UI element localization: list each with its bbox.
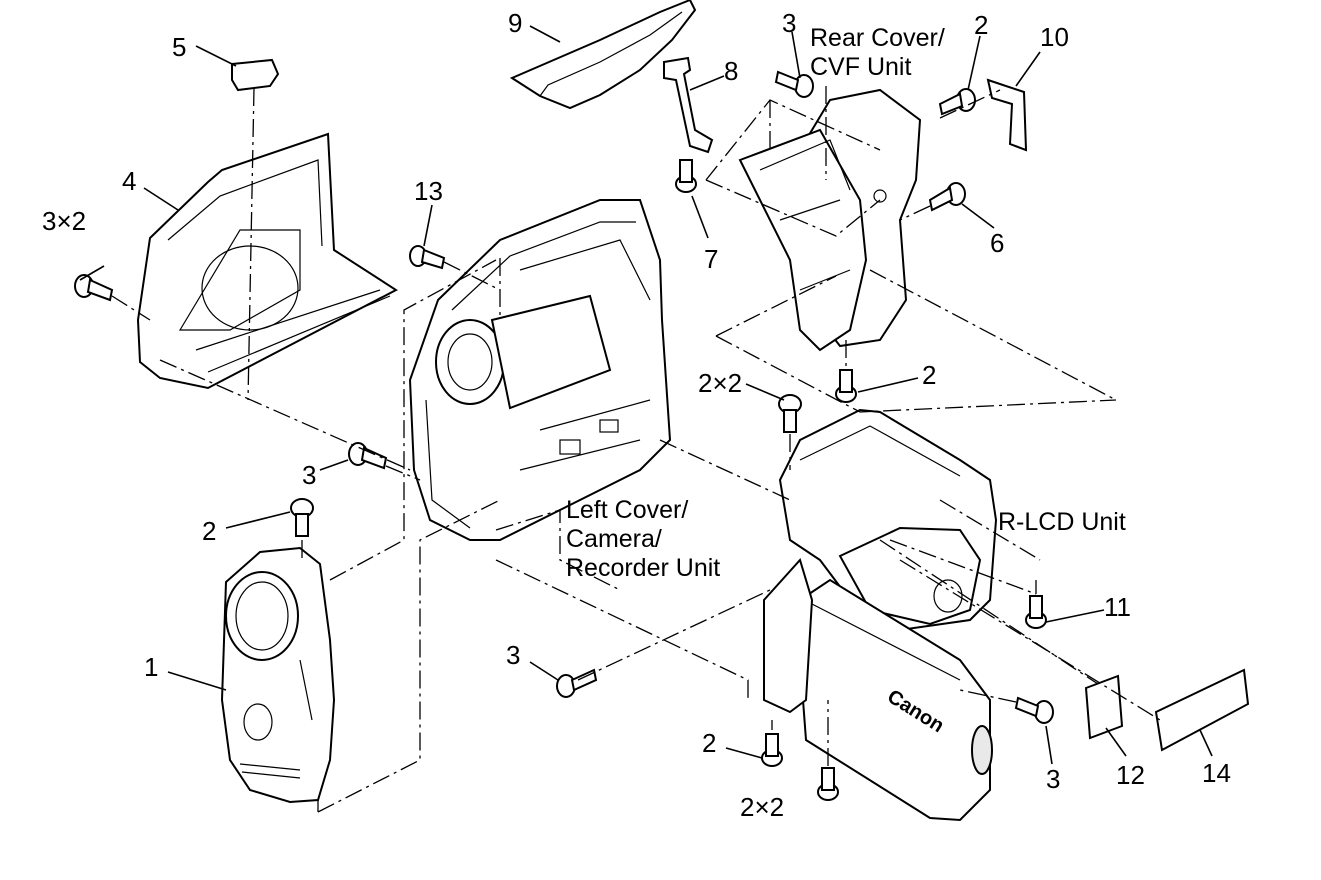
part-label-3x2: 3×2	[42, 206, 87, 236]
unit-label-rlcd: R-LCD Unit	[998, 508, 1126, 536]
part-label-7: 7	[704, 244, 719, 274]
unit-label-left-cover: Left Cover/ Camera/ Recorder Unit	[566, 496, 721, 582]
part-label-2: 2	[202, 516, 217, 546]
part-label-2: 2	[702, 728, 717, 758]
leader-lines	[79, 25, 1213, 765]
alignment-lines	[111, 86, 1161, 813]
part-5-latch	[231, 58, 280, 92]
part-label-1: 1	[144, 652, 159, 682]
part-label-9: 9	[508, 8, 523, 38]
part-label-5: 5	[172, 32, 187, 62]
part-label-14: 14	[1202, 758, 1231, 788]
part-4-left-panel	[136, 132, 398, 390]
part-label-3: 3	[506, 640, 521, 670]
part-8-bracket	[663, 56, 714, 154]
part-label-13: 13	[414, 176, 443, 206]
part-label-11: 11	[1104, 592, 1131, 622]
part-label-3: 3	[302, 460, 317, 490]
part-label-10: 10	[1040, 22, 1069, 52]
part-13-screw	[409, 245, 446, 270]
screws	[74, 70, 1054, 801]
part-label-6: 6	[990, 228, 1005, 258]
camera-recorder-unit	[408, 199, 672, 541]
rear-cover-cvf-unit	[738, 88, 922, 352]
part-label-2x2: 2×2	[698, 368, 743, 398]
part-12-sheet	[1084, 674, 1124, 740]
part-label-2: 2	[922, 360, 937, 390]
part-label-12: 12	[1116, 760, 1145, 790]
unit-label-rear-cover: Rear Cover/ CVF Unit	[810, 24, 945, 81]
part-label-4: 4	[122, 166, 137, 196]
part-14-sheet	[1154, 668, 1250, 752]
part-label-3: 3	[782, 8, 797, 38]
part-label-3: 3	[1046, 764, 1061, 794]
part-label-8: 8	[724, 56, 739, 86]
part-10-plate	[986, 78, 1028, 152]
part-label-2x2: 2×2	[740, 792, 785, 822]
rlcd-unit	[763, 408, 998, 822]
part-1-front-cover	[220, 546, 336, 804]
part-9-top-cover	[509, 0, 697, 110]
part-label-2: 2	[974, 10, 989, 40]
